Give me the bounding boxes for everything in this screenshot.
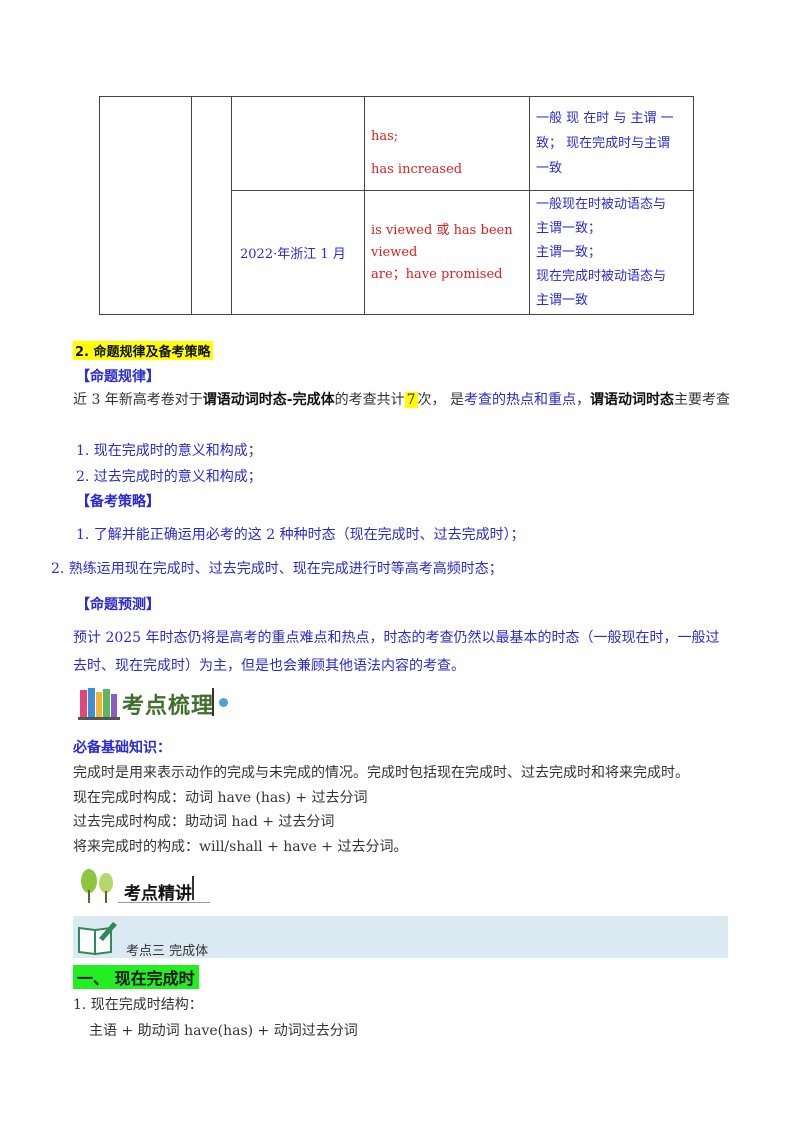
list-item: 1. 了解并能正确运用必考的这 2 种种时态（现在完成时、过去完成时）； (76, 527, 525, 543)
text-run: 次， 是 (417, 392, 464, 408)
date-cell: 2022·年浙江 1 月 (231, 190, 365, 315)
banner-title: 考点梳理 (122, 694, 215, 719)
kaodian-shuli-banner: 考点梳理 (78, 684, 238, 726)
kaodian-jingjiang-banner: 考点精讲 (78, 868, 218, 908)
dot-icon (219, 698, 228, 707)
basics-line: 将来完成时的构成：will/shall + have + 过去分词。 (73, 839, 408, 855)
table-cell (191, 96, 232, 315)
note-line: 主谓一致； (536, 220, 602, 236)
answer-cell: is viewed 或 has been viewed are；have pro… (364, 190, 530, 315)
note-cell: 一般现在时被动语态与 主谓一致； 主谓一致； 现在完成时被动语态与 主谓一致 (529, 190, 694, 315)
answer-line: are；have promised (371, 266, 503, 282)
blue-run: 考查的热点和重点 (464, 392, 576, 408)
text-cursor (212, 688, 214, 716)
list-item: 2. 熟练运用现在完成时、过去完成时、现在完成进行时等高考高频时态； (51, 561, 503, 577)
answer-line: has; (371, 128, 399, 144)
kaodian-label: 考点三 完成体 (126, 944, 209, 959)
note-line: 一致 (536, 161, 563, 176)
rules-heading: 【命题规律】 (76, 369, 160, 385)
text-run: ， (576, 392, 590, 408)
text-run: 的考查共计 (334, 392, 405, 408)
text-run: 近 3 年新高考卷对于 (73, 392, 203, 408)
bold-run: 谓语动词时态-完成体 (202, 392, 335, 408)
section-heading: 2. 命题规律及备考策略 (73, 341, 213, 360)
notebook-pencil-icon (78, 922, 117, 956)
note-line: 现在完成时被动语态与 (536, 268, 667, 284)
note-line: 致； 现在完成时与主谓 (536, 136, 671, 151)
answer-line: is viewed 或 has been (371, 222, 513, 238)
structure-heading: 1. 现在完成时结构： (73, 997, 203, 1013)
text-cursor (192, 876, 194, 900)
forecast-text: 预计 2025 年时态仍将是高考的重点难点和热点，时态的考查仍然以最基本的时态（… (73, 630, 720, 674)
section-heading: 一、 现在完成时 (73, 965, 199, 989)
basics-line: 完成时是用来表示动作的完成与未完成的情况。完成时包括现在完成时、过去完成时和将来… (73, 765, 689, 781)
underline (118, 902, 210, 903)
list-item: 1. 现在完成时的意义和构成； (76, 443, 262, 459)
strategy-heading: 【备考策略】 (76, 494, 160, 510)
basics-line: 现在完成时构成：动词 have (has) + 过去分词 (73, 790, 368, 806)
forecast-heading: 【命题预测】 (76, 597, 160, 613)
note-line: 一般现在时被动语态与 (536, 196, 667, 212)
answer-cell: has; has increased (364, 96, 530, 191)
answer-line: viewed (371, 244, 418, 260)
highlight-count: 7 (404, 392, 418, 408)
text-run: 主要考查 (674, 392, 730, 408)
kaodian-bar: 考点三 完成体 (73, 916, 728, 959)
exam-table: has; has increased 一般 现 在时 与 主谓 一 致； 现在完… (99, 96, 694, 315)
table-row: has; has increased 一般 现 在时 与 主谓 一 致； 现在完… (99, 96, 694, 315)
answer-line: has increased (371, 161, 463, 177)
banner-title: 考点精讲 (124, 884, 192, 904)
note-line: 主谓一致； (536, 244, 602, 260)
list-item: 2. 过去完成时的意义和构成； (76, 469, 262, 485)
books-icon (78, 688, 120, 720)
bold-run: 谓语动词时态 (590, 392, 674, 408)
note-line: 一般 现 在时 与 主谓 一 (536, 111, 674, 126)
table-cell (99, 96, 192, 315)
basics-heading: 必备基础知识： (73, 740, 171, 756)
structure-formula: 主语 + 助动词 have(has) + 动词过去分词 (89, 1023, 358, 1039)
table-row: 2022·年浙江 1 月 is viewed 或 has been viewed… (100, 190, 694, 315)
table-cell (231, 96, 365, 191)
note-line: 主谓一致 (536, 292, 589, 308)
trees-icon (81, 869, 113, 903)
note-cell: 一般 现 在时 与 主谓 一 致； 现在完成时与主谓 一致 (529, 96, 694, 191)
basics-line: 过去完成时构成：助动词 had + 过去分词 (73, 814, 335, 830)
